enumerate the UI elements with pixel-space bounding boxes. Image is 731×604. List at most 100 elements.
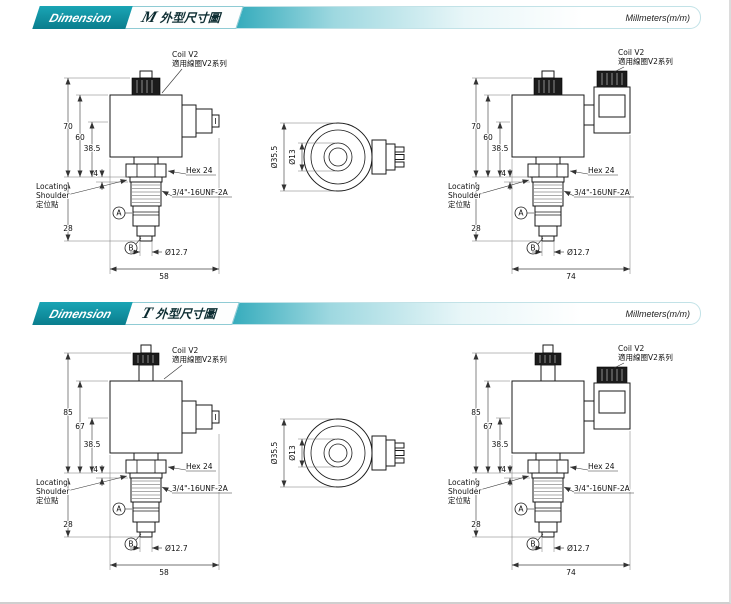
coil-inner-circle bbox=[323, 438, 353, 468]
coil-body bbox=[109, 94, 183, 158]
locating-line2: Shoulder bbox=[448, 191, 482, 200]
thread-label: 3/4"-16UNF-2A bbox=[172, 484, 229, 493]
section-m-title-text: 外型尺寸圖 bbox=[159, 11, 224, 25]
valve-body bbox=[511, 70, 631, 242]
thread-section bbox=[130, 181, 162, 207]
top-stem bbox=[542, 344, 554, 354]
dim-cartridge-label: 28 bbox=[63, 224, 73, 233]
coil-note-line2: 適用線圈V2系列 bbox=[172, 354, 227, 364]
hex-nut bbox=[527, 163, 569, 178]
locating-line3: 定位點 bbox=[36, 199, 59, 209]
marker-b-label: B bbox=[128, 244, 133, 253]
thread-label: 3/4"-16UNF-2A bbox=[574, 484, 631, 493]
solenoid-tube bbox=[138, 364, 154, 382]
units-label: Millmeters(m/m) bbox=[625, 308, 691, 319]
dim-mid-height-label: 38.5 bbox=[84, 144, 101, 153]
dimension-lines bbox=[280, 418, 336, 488]
dim-cartridge-label: 28 bbox=[471, 224, 481, 233]
valve-body bbox=[109, 344, 220, 538]
marker-a-circle bbox=[112, 502, 126, 516]
cartridge-body bbox=[132, 501, 160, 523]
section-t-title-letter: T bbox=[139, 304, 156, 322]
coil-note-line1: Coil V2 bbox=[618, 48, 645, 57]
thread-label: 3/4"-16UNF-2A bbox=[172, 188, 229, 197]
marker-b-label: B bbox=[530, 540, 535, 549]
dimension-badge: Dimension bbox=[32, 302, 134, 325]
tip-end bbox=[541, 235, 555, 242]
hex-nut bbox=[125, 459, 167, 474]
t-coil-top-view: Ø35.5 Ø13 bbox=[269, 418, 405, 488]
neck bbox=[535, 156, 561, 165]
valve-body bbox=[511, 344, 631, 538]
marker-b-circle bbox=[526, 241, 540, 255]
marker-a-circle bbox=[112, 206, 126, 220]
connector-link bbox=[583, 104, 595, 126]
neck bbox=[133, 452, 159, 461]
coil-body bbox=[511, 380, 585, 454]
marker-b-circle bbox=[526, 537, 540, 551]
m-coil-top-view: Ø35.5 Ø13 bbox=[269, 122, 405, 192]
dimension-badge-label: Dimension bbox=[47, 306, 114, 321]
units-label: Millmeters(m/m) bbox=[625, 12, 691, 23]
hex-label: Hex 24 bbox=[588, 462, 615, 471]
dimension-badge: Dimension bbox=[32, 6, 134, 29]
dim-width-label: 58 bbox=[159, 272, 169, 281]
dim-tip-diameter-label: Ø12.7 bbox=[567, 248, 590, 257]
header-gradient-bar: Millmeters(m/m) bbox=[226, 302, 701, 325]
dim-mid-height-label: 38.5 bbox=[84, 440, 101, 449]
locating-line3: 定位點 bbox=[448, 495, 471, 505]
marker-a-circle bbox=[514, 206, 528, 220]
inner-diameter-label: Ø13 bbox=[288, 149, 297, 165]
gland-connector-window bbox=[598, 94, 626, 118]
t-side-view-left: 85 67 38.5 4 28 Ø12.7 58 Coil V2 適用線圈V2系… bbox=[35, 344, 232, 578]
locating-line1: Locating bbox=[36, 182, 68, 191]
dimension-lines bbox=[64, 68, 232, 274]
dim-coil-height-label: 60 bbox=[75, 133, 85, 142]
hex-label: Hex 24 bbox=[588, 166, 615, 175]
din-connector-base bbox=[181, 400, 197, 434]
thread-section bbox=[532, 477, 564, 503]
dim-total-height-label: 70 bbox=[63, 122, 73, 131]
locating-shoulder bbox=[531, 176, 565, 183]
section-m: Dimension M 外型尺寸圖 Millmeters(m/m) bbox=[0, 6, 729, 301]
valve-body bbox=[109, 70, 220, 242]
plug-pin bbox=[394, 146, 405, 153]
knurled-cap bbox=[131, 77, 161, 96]
coil-note-line1: Coil V2 bbox=[618, 344, 645, 353]
coil-top-view-body bbox=[303, 122, 405, 192]
coil-outer-circle bbox=[303, 418, 373, 488]
coil-note-line2: 適用線圈V2系列 bbox=[618, 56, 673, 66]
section-m-title-letter: M bbox=[139, 8, 160, 26]
marker-b-circle bbox=[124, 537, 138, 551]
section-t-drawings: 85 67 38.5 4 28 Ø12.7 58 Coil V2 適用線圈V2系… bbox=[0, 325, 729, 597]
coil-outer-circle bbox=[303, 122, 373, 192]
dim-cartridge-label: 28 bbox=[63, 520, 73, 529]
locating-line2: Shoulder bbox=[36, 487, 70, 496]
dimension-lines bbox=[64, 352, 232, 570]
cartridge-tip bbox=[538, 225, 558, 237]
section-m-title: M 外型尺寸圖 bbox=[119, 6, 245, 29]
din-connector-base bbox=[181, 104, 197, 138]
outer-diameter-label: Ø35.5 bbox=[270, 441, 279, 464]
top-stem bbox=[140, 344, 152, 354]
locating-line2: Shoulder bbox=[36, 191, 70, 200]
m-side-view-right: 70 60 38.5 4 28 Ø12.7 74 Coil V2 適用線圈V2系… bbox=[448, 47, 674, 282]
hex-label: Hex 24 bbox=[186, 166, 213, 175]
plug-pin bbox=[394, 161, 405, 168]
cartridge-body bbox=[132, 205, 160, 227]
dim-coil-height-label: 67 bbox=[483, 422, 493, 431]
dim-coil-height-label: 60 bbox=[483, 133, 493, 142]
marker-a-label: A bbox=[518, 505, 524, 514]
gland-connector-window bbox=[598, 390, 626, 414]
coil-note-line2: 適用線圈V2系列 bbox=[172, 58, 227, 68]
top-stem bbox=[541, 70, 555, 79]
dim-width-label: 58 bbox=[159, 568, 169, 577]
neck bbox=[133, 156, 159, 165]
marker-a-circle bbox=[514, 502, 528, 516]
section-m-header: Dimension M 外型尺寸圖 Millmeters(m/m) bbox=[30, 6, 701, 29]
tip-end bbox=[139, 235, 153, 242]
connector-link bbox=[583, 400, 595, 422]
dim-width-label: 74 bbox=[566, 568, 576, 577]
cartridge-body bbox=[534, 501, 562, 523]
